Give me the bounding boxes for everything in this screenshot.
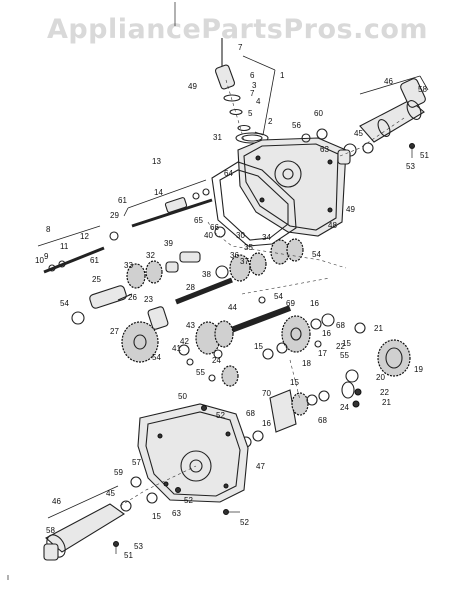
callout-6: 6	[250, 71, 255, 80]
callout-13: 13	[152, 157, 161, 166]
callout-60: 60	[314, 109, 323, 118]
callout-36: 36	[230, 251, 239, 260]
callout-70: 70	[262, 389, 271, 398]
callout-24: 24	[212, 356, 221, 365]
callout-11: 11	[60, 242, 69, 251]
callout-52-2: 52	[184, 496, 193, 505]
callout-49: 49	[188, 82, 197, 91]
callout-22-2: 22	[380, 388, 389, 397]
callout-51: 51	[420, 151, 429, 160]
callout-12: 12	[80, 232, 89, 241]
callout-43: 43	[186, 321, 195, 330]
callout-48: 48	[328, 221, 337, 230]
callout-14: 14	[154, 188, 163, 197]
callout-49-2: 49	[346, 205, 355, 214]
callout-18: 18	[302, 359, 311, 368]
callout-44: 44	[228, 303, 237, 312]
callout-32: 32	[146, 251, 155, 260]
callout-2: 2	[268, 117, 273, 126]
callout-64: 64	[224, 169, 233, 178]
callout-57: 57	[132, 458, 141, 467]
callout-66: 66	[210, 223, 219, 232]
callout-3: 3	[252, 81, 257, 90]
callout-51-2: 51	[124, 551, 133, 560]
callout-4: 4	[256, 97, 261, 106]
callout-61: 61	[118, 196, 127, 205]
callout-68: 68	[336, 321, 345, 330]
callout-33: 33	[124, 261, 133, 270]
callout-58-2: 58	[46, 526, 55, 535]
callout-19: 19	[414, 365, 423, 374]
callout-16-2: 16	[322, 329, 331, 338]
callout-69: 69	[286, 299, 295, 308]
callout-26: 26	[128, 293, 137, 302]
callout-54: 54	[312, 250, 321, 259]
callout-68-3: 68	[246, 409, 255, 418]
callout-16: 16	[310, 299, 319, 308]
callout-55: 55	[196, 368, 205, 377]
callout-42: 42	[180, 337, 189, 346]
callout-35: 35	[244, 243, 253, 252]
callout-29: 29	[110, 211, 119, 220]
callout-63: 63	[320, 145, 329, 154]
callout-61-2: 61	[90, 256, 99, 265]
callout-34: 34	[262, 233, 271, 242]
callout-21: 21	[374, 324, 383, 333]
callout-15-2: 15	[342, 339, 351, 348]
callout-47: 47	[256, 462, 265, 471]
callout-63-2: 63	[172, 509, 181, 518]
callout-15-3: 15	[290, 378, 299, 387]
callout-40: 40	[204, 231, 213, 240]
callout-59: 59	[114, 468, 123, 477]
callout-68-2: 68	[318, 416, 327, 425]
callout-38: 38	[202, 270, 211, 279]
callout-58: 58	[418, 85, 427, 94]
callout-23: 23	[144, 295, 153, 304]
callout-54-4: 54	[274, 292, 283, 301]
callout-25: 25	[92, 275, 101, 284]
callout-52: 52	[216, 411, 225, 420]
callout-5: 5	[248, 109, 253, 118]
callout-54-3: 54	[152, 353, 161, 362]
callout-28: 28	[186, 283, 195, 292]
callout-53: 53	[406, 162, 415, 171]
callout-10: 10	[35, 256, 44, 265]
callout-55-2: 55	[340, 351, 349, 360]
callout-46: 46	[384, 77, 393, 86]
callout-22: 22	[336, 342, 345, 351]
callout-16-3: 16	[262, 419, 271, 428]
callout-56: 56	[292, 121, 301, 130]
callout-41: 41	[172, 344, 181, 353]
callout-15: 15	[254, 342, 263, 351]
callout-27: 27	[110, 327, 119, 336]
callout-15-4: 15	[152, 512, 161, 521]
callout-45-2: 45	[106, 489, 115, 498]
callout-1: 1	[280, 71, 285, 80]
callout-20: 20	[376, 373, 385, 382]
callout-31: 31	[213, 133, 222, 142]
callout-50: 50	[178, 392, 187, 401]
callout-17: 17	[318, 349, 327, 358]
callout-21-2: 21	[382, 398, 391, 407]
callout-54-2: 54	[60, 299, 69, 308]
callout-24-2: 24	[340, 403, 349, 412]
callout-7: 7	[238, 43, 243, 52]
callout-65: 65	[194, 216, 203, 225]
callout-46-2: 46	[52, 497, 61, 506]
callout-9: 9	[44, 252, 49, 261]
callout-30: 30	[236, 231, 245, 240]
callout-45: 45	[354, 129, 363, 138]
callout-7-2: 7	[250, 89, 255, 98]
callout-37: 37	[240, 257, 249, 266]
diagram-artwork	[7, 2, 429, 580]
callout-39: 39	[164, 239, 173, 248]
callout-53-2: 53	[134, 542, 143, 551]
callout-8: 8	[46, 225, 51, 234]
callout-52-3: 52	[240, 518, 249, 527]
